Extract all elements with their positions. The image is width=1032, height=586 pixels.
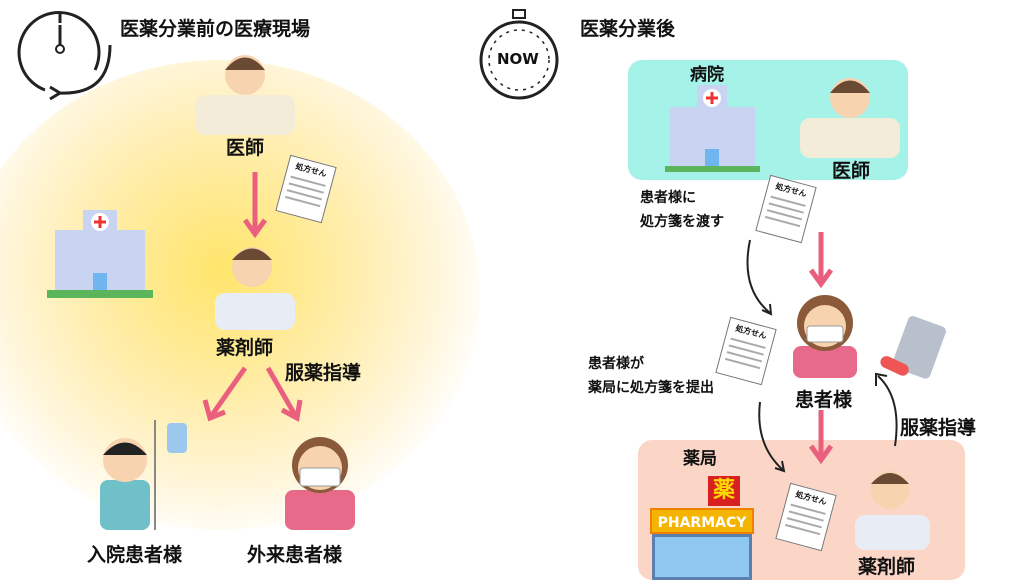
doctor-label: 医師 [832,160,871,182]
inpatient-illustration [100,420,187,530]
before-title: 医薬分業前の医療現場 [120,18,311,40]
arrow-down-icon [808,232,834,289]
curved-arrow-icon [758,401,786,473]
outpatient-label: 外来患者様 [247,544,343,566]
submit-text: 患者様が 薬局に処方箋を提出 [588,356,714,396]
pharmacy-sign: PHARMACY [650,508,754,534]
pharmacy-label: 薬局 [683,449,717,469]
pharmacist-label: 薬剤師 [216,337,274,359]
stopwatch-icon [479,9,559,100]
doctor-label: 医師 [226,137,265,159]
guidance-label: 服薬指導 [900,417,977,439]
pharmacy-building [652,534,752,580]
inpatient-label: 入院患者様 [87,544,183,566]
arrow-down-icon [242,172,268,239]
split-arrows-icon [202,366,303,422]
after-title: 医薬分業後 [580,18,676,40]
hospital-label: 病院 [690,65,724,85]
hospital-icon [665,85,760,172]
hospital-icon [47,210,153,298]
guidance-label: 服薬指導 [285,362,362,384]
clock-back-icon [17,11,112,101]
curved-arrow-up-icon [875,372,898,447]
doctor-illustration [800,78,900,158]
patient-label: 患者様 [795,389,853,411]
curved-arrow-icon [746,239,773,316]
stopwatch-text: NOW [497,50,539,68]
doctor-illustration [195,55,295,135]
hand-over-text: 患者様に 処方箋を渡す [640,190,724,230]
medicine-icon [880,316,946,379]
prescription-icon: 処方せん [715,316,777,386]
arrow-down-icon [808,410,834,465]
patient-illustration [793,295,857,378]
pharmacist-label: 薬剤師 [858,556,916,578]
pharmacist-illustration [855,471,930,550]
pharmacist-illustration [215,247,295,330]
outpatient-illustration [285,437,355,530]
pharmacy-kanji-sign: 薬 [708,476,740,506]
